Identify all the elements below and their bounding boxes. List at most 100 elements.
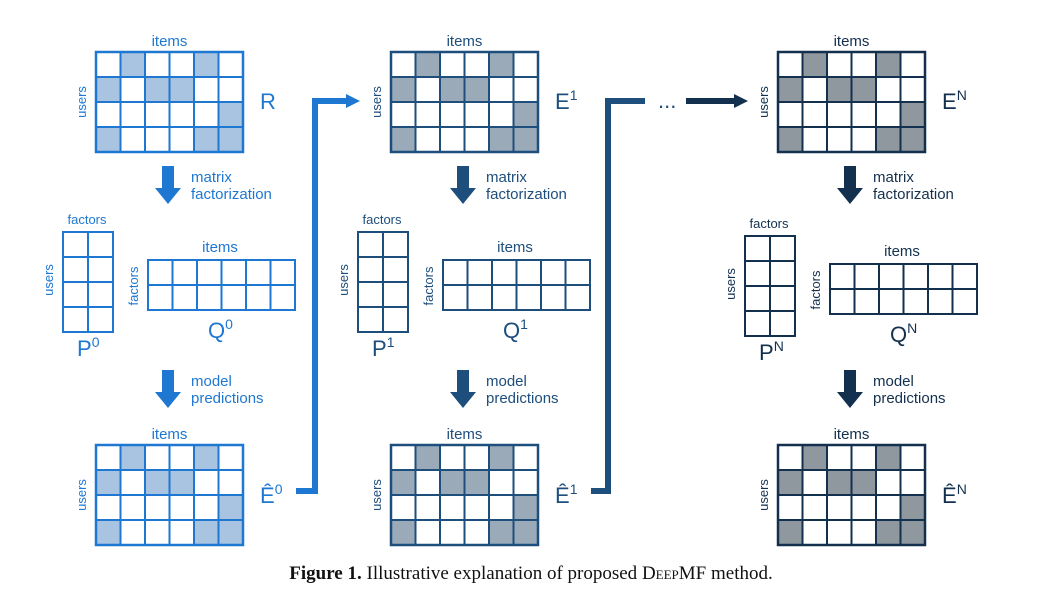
empty-cell: [512, 51, 539, 78]
step-label-factorization: factorization: [873, 186, 954, 203]
grid-cell: [951, 288, 978, 315]
rated-cell: [144, 76, 171, 103]
empty-cell: [144, 51, 171, 78]
empty-cell: [777, 494, 804, 521]
rated-cell: [217, 101, 244, 128]
empty-cell: [119, 469, 146, 496]
rated-cell: [414, 51, 441, 78]
grid-cell: [744, 260, 771, 287]
empty-cell: [144, 444, 171, 471]
empty-cell: [899, 76, 926, 103]
empty-cell: [144, 126, 171, 153]
prediction-matrix: [94, 443, 245, 547]
q-matrix-label: Q1: [503, 316, 528, 343]
grid-cell: [466, 284, 493, 311]
empty-cell: [850, 494, 877, 521]
ellipsis-label: ...: [658, 88, 676, 113]
rating-matrix-label: R: [260, 89, 276, 114]
grid-cell: [564, 284, 591, 311]
grid-cell: [382, 281, 409, 308]
prediction-matrix: [389, 443, 540, 547]
step-label-matrix: matrix: [191, 169, 232, 186]
down-arrow-icon: [155, 370, 181, 408]
p-matrix: [744, 235, 796, 337]
p-matrix-label: P0: [77, 334, 100, 361]
rated-cell: [390, 469, 417, 496]
grid-cell: [853, 263, 880, 290]
empty-cell: [390, 494, 417, 521]
rated-cell: [168, 469, 195, 496]
grid-cell: [357, 231, 384, 258]
rated-cell: [801, 51, 828, 78]
grid-cell: [564, 259, 591, 286]
grid-cell: [62, 281, 89, 308]
empty-cell: [217, 444, 244, 471]
rated-cell: [488, 444, 515, 471]
grid-cell: [87, 231, 114, 258]
grid-cell: [62, 256, 89, 283]
caption-text-after: method.: [706, 563, 773, 584]
rated-cell: [875, 126, 902, 153]
rated-cell: [95, 469, 122, 496]
rated-cell: [488, 51, 515, 78]
grid-cell: [442, 284, 469, 311]
grid-cell: [902, 288, 929, 315]
empty-cell: [217, 76, 244, 103]
figure-caption: Figure 1. Illustrative explanation of pr…: [0, 563, 1062, 585]
empty-cell: [463, 519, 490, 546]
grid-cell: [744, 235, 771, 262]
down-arrow-icon: [837, 370, 863, 408]
rated-cell: [463, 76, 490, 103]
q-matrix-label: QN: [890, 320, 917, 347]
items-label: items: [497, 239, 533, 256]
empty-cell: [777, 101, 804, 128]
rated-cell: [801, 444, 828, 471]
grid-cell: [357, 281, 384, 308]
empty-cell: [850, 51, 877, 78]
rating-matrix: [776, 50, 927, 154]
grid-cell: [769, 310, 796, 337]
grid-cell: [902, 263, 929, 290]
empty-cell: [850, 519, 877, 546]
empty-cell: [826, 51, 853, 78]
empty-cell: [801, 494, 828, 521]
empty-cell: [826, 519, 853, 546]
grid-cell: [878, 288, 905, 315]
rated-cell: [488, 519, 515, 546]
grid-cell: [87, 256, 114, 283]
empty-cell: [217, 51, 244, 78]
empty-cell: [777, 51, 804, 78]
empty-cell: [119, 101, 146, 128]
empty-cell: [463, 444, 490, 471]
empty-cell: [144, 101, 171, 128]
p-matrix-label: P1: [372, 334, 395, 361]
empty-cell: [875, 101, 902, 128]
empty-cell: [826, 126, 853, 153]
matrix-border: [389, 50, 540, 154]
grid-cell: [829, 263, 856, 290]
empty-cell: [826, 444, 853, 471]
grid-cell: [382, 256, 409, 283]
rated-cell: [390, 76, 417, 103]
grid-cell: [769, 285, 796, 312]
connector-arrowhead-icon: [346, 94, 360, 108]
items-label: items: [447, 426, 483, 443]
step-label-matrix: matrix: [486, 169, 527, 186]
rated-cell: [512, 101, 539, 128]
empty-cell: [875, 469, 902, 496]
grid-cell: [62, 231, 89, 258]
empty-cell: [463, 126, 490, 153]
q-matrix-label: Q0: [208, 316, 233, 343]
rated-cell: [777, 126, 804, 153]
rated-cell: [875, 51, 902, 78]
prediction-matrix: [776, 443, 927, 547]
rated-cell: [390, 126, 417, 153]
grid-cell: [196, 259, 223, 286]
matrix-border: [776, 443, 927, 547]
factors-label: factors: [67, 212, 107, 227]
empty-cell: [439, 519, 466, 546]
empty-cell: [193, 469, 220, 496]
empty-cell: [168, 494, 195, 521]
empty-cell: [899, 444, 926, 471]
prediction-matrix-label: Ê0: [260, 481, 283, 508]
